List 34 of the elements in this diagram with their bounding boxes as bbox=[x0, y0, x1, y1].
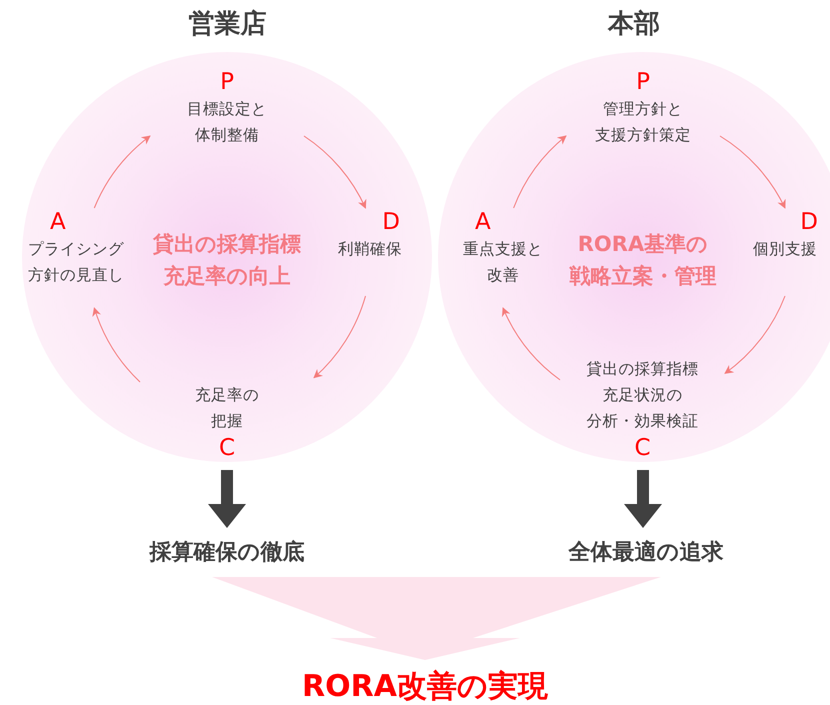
cycle-arrow bbox=[502, 307, 560, 380]
group-heading: 本部 bbox=[606, 8, 661, 41]
phase-letter: C bbox=[633, 434, 652, 462]
funnel-arrow bbox=[212, 577, 661, 660]
step-label: 目標設定と体制整備 bbox=[186, 99, 268, 146]
final-result-text: RORA改善の実現 bbox=[301, 668, 549, 705]
cycle-arrow bbox=[720, 136, 786, 209]
phase-letter: P bbox=[635, 68, 651, 96]
step-label: 利鞘確保 bbox=[337, 239, 403, 260]
step-label: 個別支援 bbox=[752, 239, 818, 260]
center-goal-text: 貸出の採算指標充足率の向上 bbox=[152, 231, 302, 290]
step-label: プライシング方針の見直し bbox=[27, 239, 125, 286]
step-label: 充足率の把握 bbox=[194, 385, 260, 432]
step-label: 貸出の採算指標充足状況の分析・効果検証 bbox=[586, 359, 700, 432]
step-label: 重点支援と改善 bbox=[462, 239, 544, 286]
cycle-arrow bbox=[513, 135, 567, 208]
cycle-arrow bbox=[313, 296, 366, 378]
outcome-text: 採算確保の徹底 bbox=[148, 538, 306, 567]
outcome-text: 全体最適の追求 bbox=[567, 538, 724, 567]
phase-letter: P bbox=[219, 68, 235, 96]
cycle-arrow bbox=[304, 136, 366, 209]
center-goal-text: RORA基準の戦略立案・管理 bbox=[568, 231, 718, 290]
group-heading: 営業店 bbox=[188, 8, 268, 41]
block-arrow bbox=[208, 470, 246, 528]
phase-letter: D bbox=[381, 208, 401, 236]
step-label: 管理方針と支援方針策定 bbox=[594, 99, 692, 146]
cycle-arrow bbox=[92, 307, 140, 382]
phase-letter: D bbox=[799, 208, 819, 236]
cycle-arrow bbox=[724, 296, 786, 374]
phase-letter: A bbox=[49, 208, 67, 236]
phase-letter: C bbox=[218, 434, 236, 462]
block-arrow bbox=[624, 470, 662, 528]
phase-letter: A bbox=[474, 208, 492, 236]
cycle-arrow bbox=[94, 135, 151, 208]
